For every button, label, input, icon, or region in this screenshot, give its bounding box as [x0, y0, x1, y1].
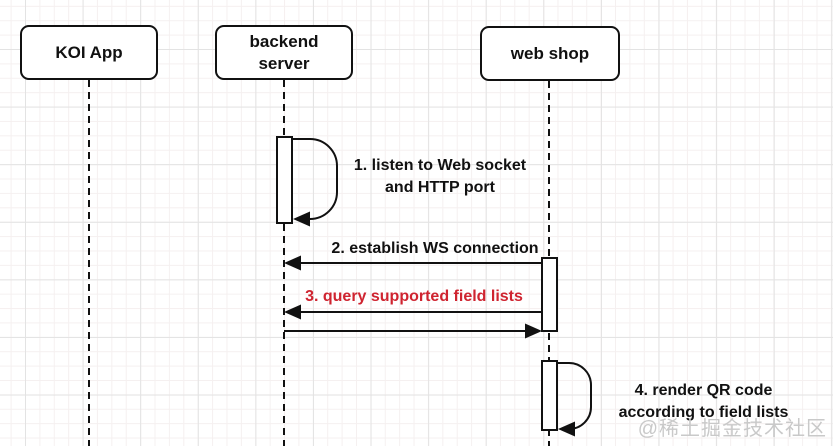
self-message-1-arrowhead [293, 211, 310, 227]
actor-label-line2: server [258, 53, 310, 73]
actor-label: web shop [510, 43, 590, 63]
activation-bar-backend [276, 136, 293, 224]
activation-bar-webshop-2 [541, 360, 558, 431]
message-4-label: 4. render QR code according to field lis… [618, 382, 789, 421]
actor-web-shop: web shop [480, 26, 620, 81]
message-3-request-arrowhead [284, 304, 301, 320]
actor-backend-server: backend server [215, 25, 353, 80]
message-2-label: 2. establish WS connection [331, 240, 539, 257]
actor-koi-app: KOI App [20, 25, 158, 80]
message-3-response-arrowhead [525, 323, 542, 339]
message-1-label: 1. listen to Web socket and HTTP port [353, 157, 527, 196]
actor-label-line1: backend [249, 31, 319, 51]
message-2-arrowhead [284, 255, 301, 271]
actor-label: KOI App [55, 42, 123, 62]
message-3-label: 3. query supported field lists [305, 288, 523, 305]
activation-bar-webshop-1 [541, 257, 558, 332]
self-message-4-loop [557, 362, 592, 430]
self-message-1-loop [292, 138, 338, 220]
self-message-4-arrowhead [558, 421, 575, 437]
watermark-text: @稀土掘金技术社区 [637, 418, 827, 440]
